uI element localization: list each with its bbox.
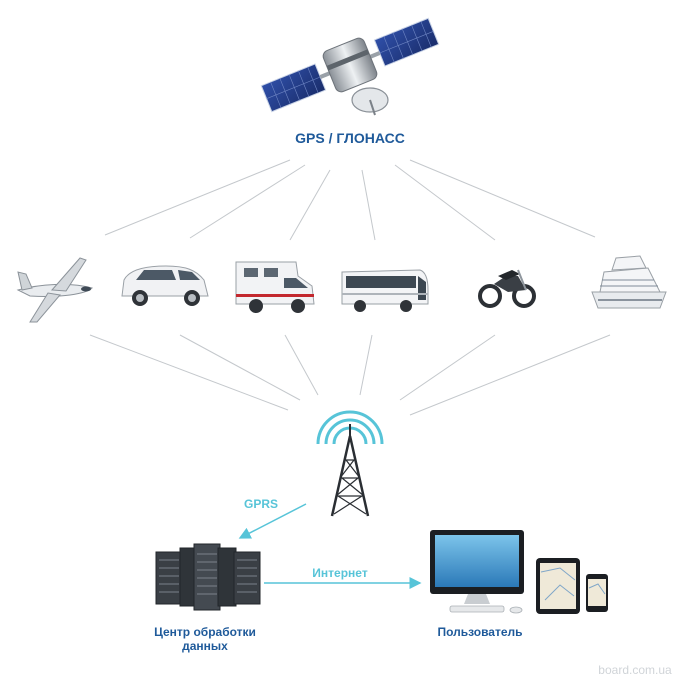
airplane-icon — [16, 257, 93, 323]
data-center-label-line1: Центр обработки — [154, 625, 256, 639]
cruise-ship-icon — [591, 255, 667, 309]
data-center-label-line2: данных — [182, 639, 228, 653]
data-center-label: Центр обработки данных — [120, 625, 290, 653]
user-label: Пользователь — [437, 625, 523, 639]
gprs-arrow — [238, 503, 307, 539]
smartphone-icon — [586, 574, 608, 612]
gps-glonass-label: GPS / ГЛОНАСС — [295, 130, 405, 146]
server-rack-icon — [155, 543, 261, 611]
watermark: board.com.ua — [598, 663, 672, 677]
cell-tower-icon — [316, 410, 384, 517]
satellite-icon — [260, 17, 440, 116]
bus-icon — [341, 269, 429, 312]
car-icon — [121, 265, 209, 306]
tablet-icon — [536, 558, 580, 614]
tower-links — [89, 334, 611, 416]
internet-label: Интернет — [312, 566, 368, 580]
monitor-icon — [430, 530, 524, 614]
gprs-label: GPRS — [243, 497, 278, 511]
motorcycle-icon — [478, 269, 536, 308]
camper-van-icon — [235, 261, 315, 313]
satellite-links — [104, 159, 596, 241]
